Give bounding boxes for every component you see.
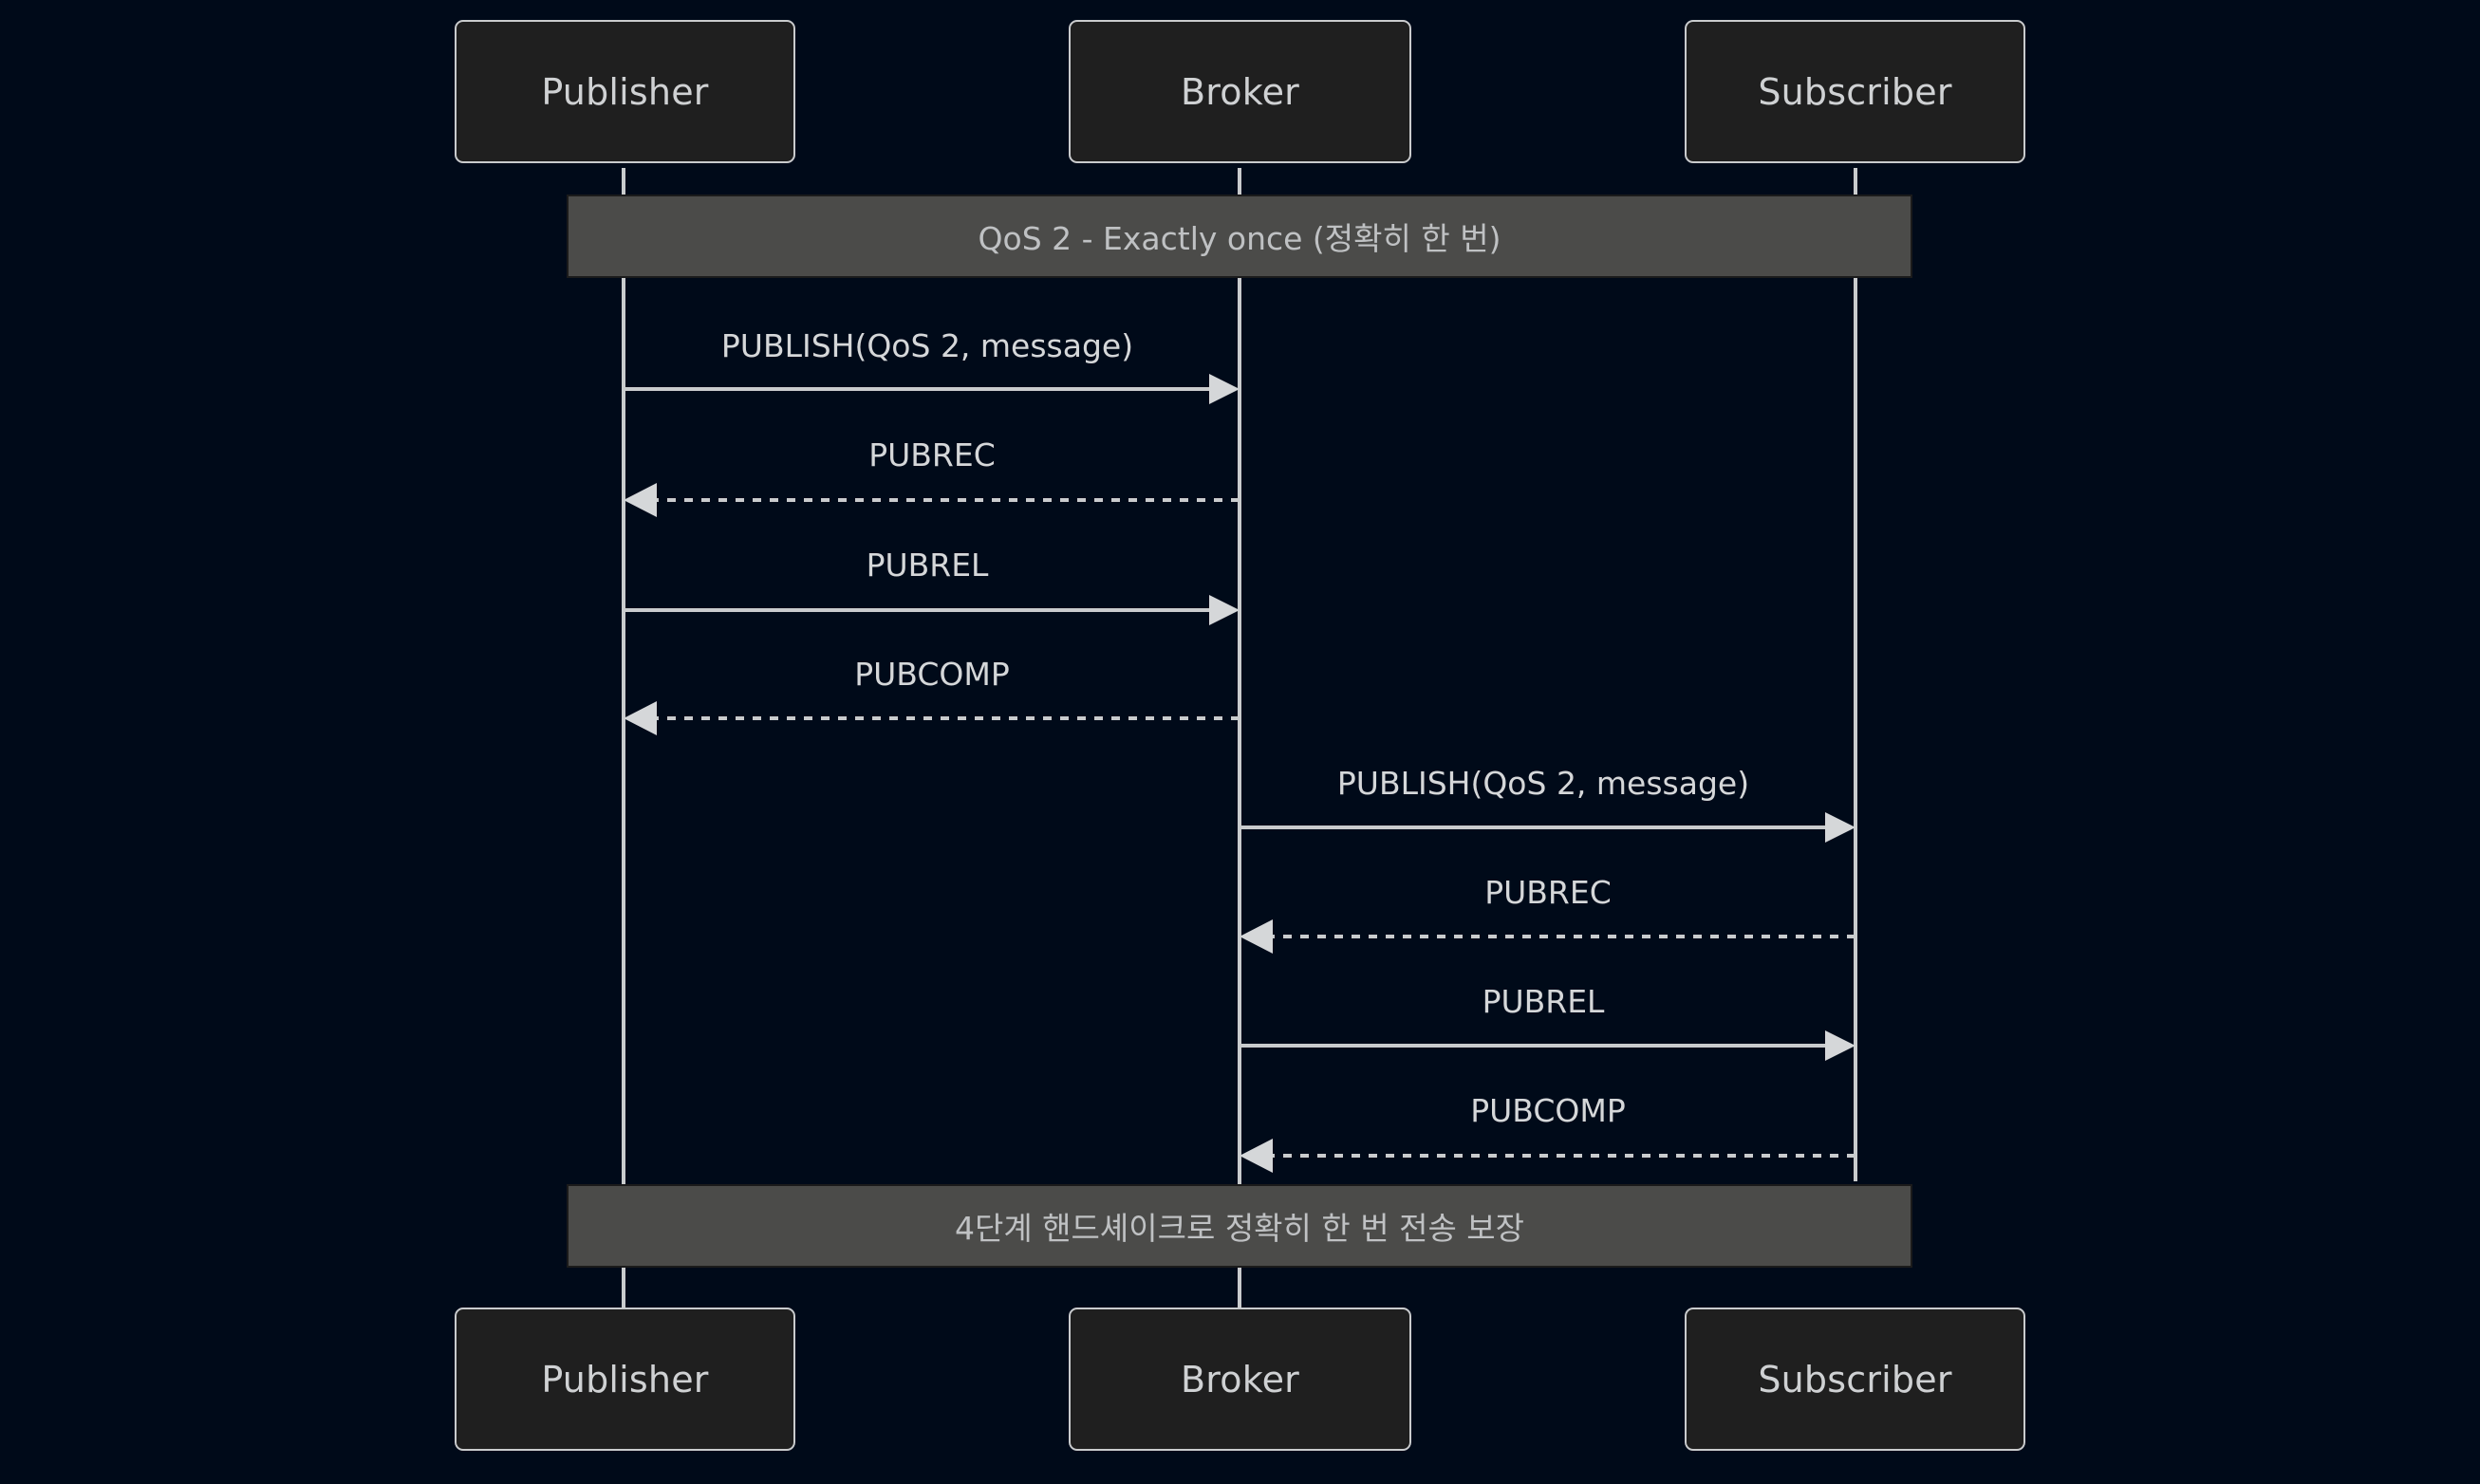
actor-publisher-bottom-label: Publisher (541, 1358, 709, 1401)
note-bottom: 4단계 핸드셰이크로 정확히 한 번 전송 보장 (567, 1184, 1912, 1268)
arrow-m6 (1240, 919, 1855, 954)
message-label-m3: PUBREL (866, 547, 989, 584)
arrow-m4 (624, 701, 1240, 735)
note-top: QoS 2 - Exactly once (정확히 한 번) (567, 195, 1912, 278)
arrow-m2 (624, 483, 1240, 517)
arrow-m5 (1240, 812, 1855, 843)
actor-publisher-top[interactable]: Publisher (455, 20, 795, 163)
actor-subscriber-top-label: Subscriber (1758, 70, 1952, 113)
message-label-m4: PUBCOMP (854, 656, 1010, 693)
actor-subscriber-bottom-label: Subscriber (1758, 1358, 1952, 1401)
actor-broker-top[interactable]: Broker (1069, 20, 1411, 163)
note-bottom-label: 4단계 핸드셰이크로 정확히 한 번 전송 보장 (954, 1210, 1525, 1247)
message-label-m6: PUBREC (1484, 874, 1612, 911)
actor-broker-bottom-label: Broker (1181, 1358, 1299, 1401)
actor-subscriber-top[interactable]: Subscriber (1685, 20, 2025, 163)
message-label-m1: PUBLISH(QoS 2, message) (720, 327, 1134, 364)
message-label-m2: PUBREC (868, 436, 996, 473)
actor-publisher-top-label: Publisher (541, 70, 709, 113)
actor-broker-top-label: Broker (1181, 70, 1299, 113)
note-top-label: QoS 2 - Exactly once (정확히 한 번) (978, 220, 1501, 257)
arrow-m3 (624, 595, 1240, 625)
lifelines (622, 168, 1857, 1308)
message-label-m5: PUBLISH(QoS 2, message) (1336, 765, 1750, 802)
arrow-m8 (1240, 1139, 1855, 1173)
arrow-m1 (624, 374, 1240, 404)
message-label-m8: PUBCOMP (1470, 1092, 1626, 1129)
message-arrows (624, 374, 1855, 1173)
actor-subscriber-bottom[interactable]: Subscriber (1685, 1308, 2025, 1451)
message-label-m7: PUBREL (1482, 983, 1605, 1020)
actor-broker-bottom[interactable]: Broker (1069, 1308, 1411, 1451)
actor-publisher-bottom[interactable]: Publisher (455, 1308, 795, 1451)
arrow-m7 (1240, 1030, 1855, 1061)
